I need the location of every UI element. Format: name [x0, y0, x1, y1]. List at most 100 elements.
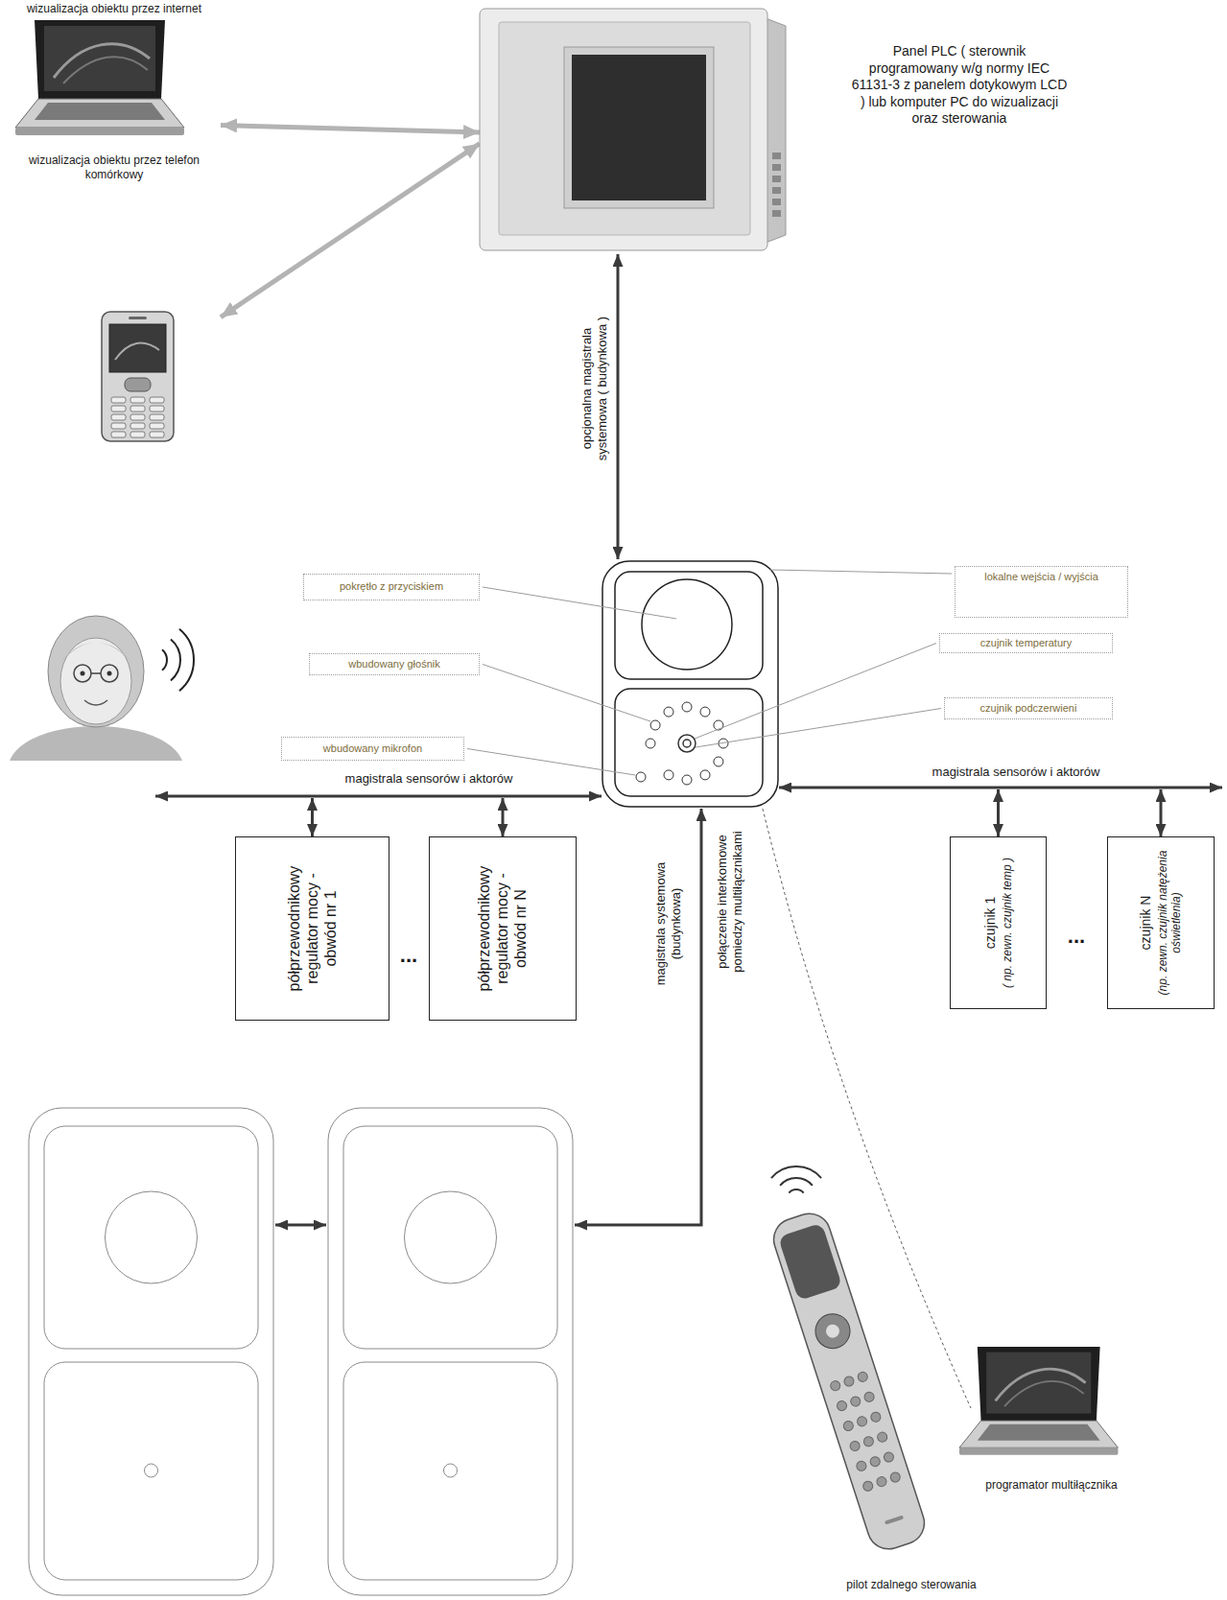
caption-box: wizualizacja obiektu przez telefon komór…	[7, 153, 221, 183]
callout-box: pokrętło z przyciskiem	[303, 573, 480, 601]
bus-label: magistrala sensorów i aktorów	[932, 764, 1101, 780]
phone-body	[101, 311, 174, 442]
leader-line	[467, 749, 636, 777]
ellipsis: ...	[400, 943, 418, 968]
panel-frame	[498, 22, 751, 236]
panel-connector	[772, 187, 781, 194]
callout-label: pokrętło z przyciskiem	[339, 580, 444, 593]
person-fringe	[59, 642, 133, 664]
person-speaking	[9, 615, 183, 761]
sensor-actor-bus	[155, 795, 602, 799]
switch-upper-panel	[343, 1126, 558, 1349]
caption-box: wizualizacja obiektu przez internet	[7, 1, 221, 17]
connector-arrow	[220, 143, 480, 318]
image-caption: wizualizacja obiektu przez internet	[7, 1, 221, 17]
bus-label: magistrala sensorów i aktorów	[345, 771, 514, 787]
phone-illustration	[7, 151, 221, 445]
programmer-laptop	[959, 1346, 1118, 1456]
person-mouth	[84, 700, 108, 706]
phone-node: wizualizacja obiektu przez telefon komór…	[7, 151, 221, 445]
switch-housing	[328, 1108, 573, 1596]
multiswitch-housing	[602, 561, 779, 807]
phone-key	[149, 431, 165, 438]
sound-wave	[170, 639, 181, 682]
sound-wave	[179, 629, 194, 691]
speaker-hole	[645, 738, 656, 749]
sound-wave	[162, 649, 167, 670]
person-hair	[47, 615, 144, 728]
bus-label: magistrala systemowa (budynkowa)	[653, 851, 684, 996]
panel-bezel	[479, 8, 768, 251]
panel-description: Panel PLC ( sterownik programowany w/g n…	[849, 43, 1070, 128]
phone-key	[149, 414, 165, 421]
phone-key	[111, 405, 126, 412]
signal-wave	[771, 1166, 822, 1179]
speaker-hole	[700, 770, 710, 780]
leader-line	[770, 569, 952, 574]
box-title: czujnik 1	[982, 840, 999, 1006]
callout-label: czujnik temperatury	[980, 637, 1072, 650]
connector-arrow	[220, 125, 480, 134]
laptop-front	[15, 127, 185, 136]
sensor-box: czujnik N(np. zewn. czujnik natężenia oś…	[1107, 836, 1215, 1010]
image-caption: pilot zdalnego sterowania	[846, 1578, 976, 1592]
person-eye	[80, 671, 86, 677]
phone-navpad	[124, 377, 151, 392]
remote-button	[869, 1455, 882, 1468]
switch-sensor	[144, 1463, 159, 1478]
person-glasses	[91, 672, 101, 675]
remote-button	[875, 1475, 889, 1488]
callout-box: lokalne wejścia / wyjścia	[954, 566, 1129, 618]
speaker-hole	[713, 720, 724, 731]
sensor-actor-bus	[778, 786, 1223, 790]
switch-lower-panel	[44, 1362, 259, 1581]
laptop-keyboard	[34, 102, 166, 120]
rotated-text-box: czujnik 1( np. zewn. czujnik temp )	[982, 840, 1015, 1006]
laptop-computer	[15, 20, 185, 136]
programming-link	[762, 808, 971, 1409]
sensor-ring	[678, 734, 696, 753]
multiswitch-upper-panel	[614, 571, 763, 680]
phone-key	[130, 431, 145, 438]
remote-button	[828, 1379, 842, 1393]
rotary-knob	[641, 579, 732, 670]
person-glasses	[100, 664, 118, 683]
remote-button	[862, 1435, 875, 1448]
bus-label: opcjonalna magistrala systemowa ( budynk…	[579, 309, 610, 469]
phone-key	[130, 423, 145, 429]
callout-box: wbudowany mikrofon	[281, 736, 465, 761]
bus-drop-arrow	[310, 798, 314, 837]
callout-box: wbudowany głośnik	[308, 653, 480, 676]
phone-key	[111, 414, 126, 421]
remote-button	[870, 1411, 883, 1424]
remote-logo	[884, 1515, 904, 1526]
remote-button	[849, 1395, 862, 1409]
remote-button	[863, 1391, 876, 1404]
callout-label: wbudowany mikrofon	[323, 742, 423, 756]
switch-lower-panel	[343, 1362, 558, 1581]
multiswitch-outline	[328, 1108, 573, 1596]
phone-key	[149, 423, 165, 429]
remote-button	[849, 1439, 862, 1453]
box-title: półprzewodnikowy regulator mocy - obwód …	[474, 851, 531, 1006]
screen-glow	[1004, 1381, 1085, 1407]
panel-side	[765, 18, 786, 243]
microphone-hole	[636, 772, 646, 782]
phone-key	[130, 405, 145, 412]
speaker-hole	[663, 770, 674, 780]
plc-panel-node: Panel PLC ( sterownik programowany w/g n…	[479, 8, 1080, 252]
speaker-hole	[682, 702, 692, 712]
mobile-phone	[101, 311, 174, 442]
switch-knob	[404, 1191, 497, 1284]
sensor-center	[683, 739, 691, 748]
panel-connector	[772, 198, 781, 206]
panel-connector	[772, 175, 781, 183]
rotated-text-box: czujnik N(np. zewn. czujnik natężenia oś…	[1137, 840, 1184, 1006]
laptop-lid	[977, 1346, 1101, 1421]
remote-button	[843, 1375, 856, 1389]
callout-label: wbudowany głośnik	[348, 658, 440, 671]
laptop-base	[959, 1420, 1118, 1448]
leader-line	[694, 643, 937, 740]
caption-box: Panel PLC ( sterownik programowany w/g n…	[849, 43, 1070, 128]
box-title: półprzewodnikowy regulator mocy - obwód …	[284, 851, 341, 1006]
